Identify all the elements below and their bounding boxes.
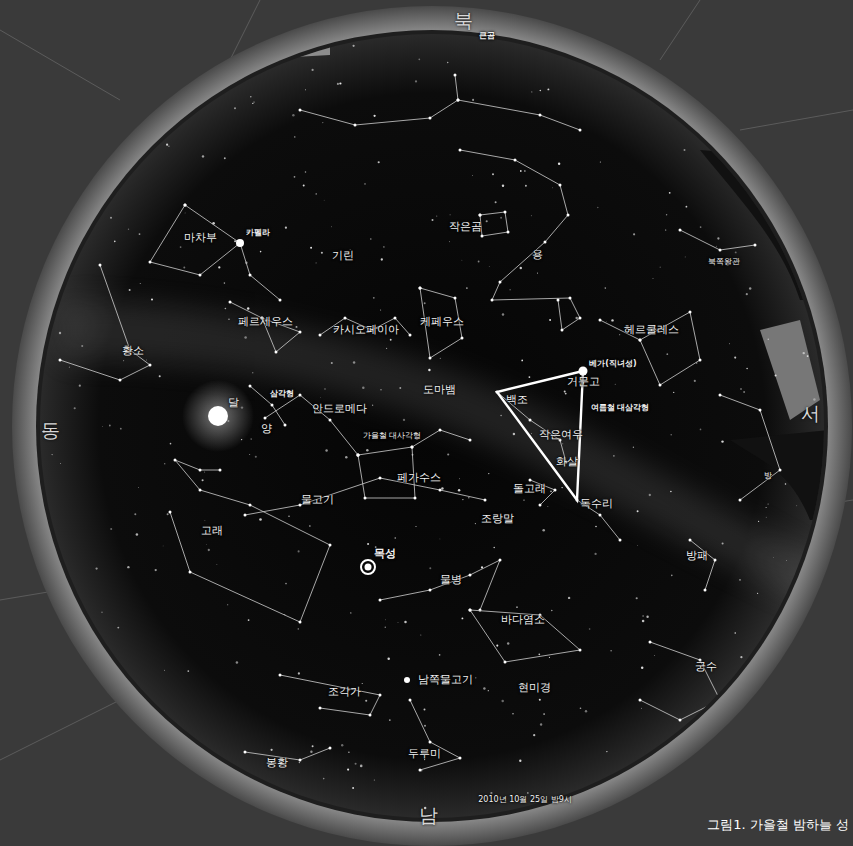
constellation-label: 황소 (122, 345, 144, 357)
constellation-label: 물병 (440, 574, 462, 586)
constellation-label: 화살 (556, 456, 578, 468)
constellation-label: 돌고래 (513, 483, 546, 495)
constellation-label: 카펠라 (246, 229, 270, 238)
jupiter (361, 560, 375, 574)
constellation-label: 고래 (201, 525, 223, 537)
constellation-label: 달 (228, 397, 239, 409)
direction-label: 동 (41, 420, 60, 441)
constellation-label: 거문고 (567, 376, 600, 388)
constellation-label: 목성 (374, 548, 396, 560)
constellation-label: 2010년 10월 25일 밤9시 (478, 796, 571, 805)
vega-star (579, 367, 588, 376)
moon (208, 406, 228, 426)
constellation-label: 기린 (332, 250, 354, 262)
constellation-label: 마차부 (184, 232, 217, 244)
constellation-label: 용 (532, 249, 543, 261)
direction-label: 북 (454, 10, 473, 31)
constellation-label: 백조 (506, 394, 528, 406)
constellation-label: 남쪽물고기 (418, 674, 473, 686)
summer-triangle (497, 371, 583, 500)
constellation-label: 작은곰 (449, 221, 482, 233)
constellation-label: 현미경 (518, 682, 551, 694)
constellation-label: 물고기 (301, 494, 334, 506)
constellation-label: 페르세우스 (238, 316, 293, 328)
constellation-label: 두루미 (408, 748, 441, 760)
constellation-label: 조각가 (328, 686, 361, 698)
constellation-label: 방 (764, 472, 772, 481)
direction-label: 서 (801, 403, 820, 424)
fomalhaut-star (404, 677, 410, 683)
constellation-label: 베가(직녀성) (589, 360, 636, 369)
jupiter-core (365, 564, 372, 571)
constellation-label: 독수리 (580, 498, 613, 510)
constellation-label: 케페우스 (420, 316, 464, 328)
moon-glow (182, 380, 254, 452)
capella-star (236, 239, 244, 247)
constellation-label: 가을철 대사각형 (363, 432, 422, 441)
constellation-label: 여름철 대삼각형 (591, 404, 650, 413)
constellation-label: 도마뱀 (423, 384, 456, 396)
constellation-label: 바다염소 (501, 614, 545, 626)
constellation-label: 페가수스 (397, 472, 441, 484)
constellation-label: 안드로메다 (312, 403, 367, 415)
direction-label: 남 (419, 805, 438, 826)
constellation-label: 카시오페이아 (333, 324, 399, 336)
constellation-label: 양 (261, 423, 272, 435)
constellation-label: 조랑말 (481, 513, 514, 525)
constellation-label: 북쪽왕관 (708, 258, 740, 267)
constellation-label: 삼각형 (270, 390, 294, 399)
constellation-label: 작은여우 (539, 429, 583, 441)
constellation-label: 봉황 (266, 757, 288, 769)
constellation-label: 궁수 (695, 661, 717, 673)
constellation-label: 헤르쿨레스 (624, 324, 679, 336)
constellation-label: 방패 (686, 550, 708, 562)
constellation-label: 큰곰 (479, 32, 495, 41)
figure-caption: 그림1. 가을철 밤하늘 성 (707, 816, 849, 834)
